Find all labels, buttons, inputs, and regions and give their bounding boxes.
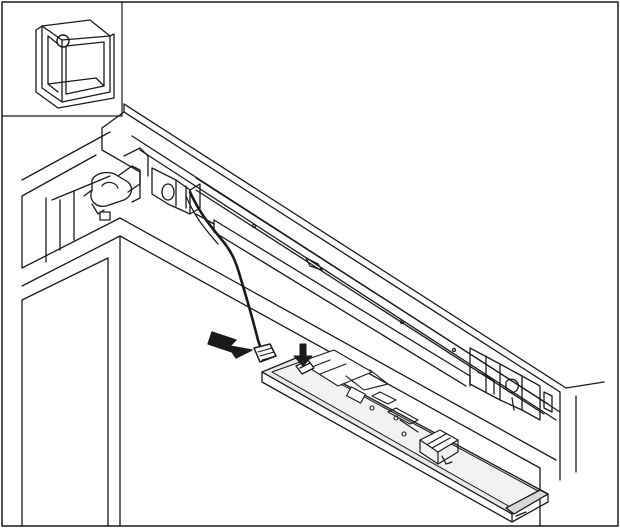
- cabinet-location-icon: [35, 19, 115, 109]
- right-end-bracket: [469, 347, 553, 421]
- cabinet-left-wall: [21, 131, 121, 527]
- cable-entry-block: [151, 167, 215, 225]
- press-down-arrow-icon: [293, 343, 313, 367]
- pull-direction-arrow-icon: [207, 331, 253, 359]
- connector-cable: [185, 190, 264, 354]
- module-end-cap: [505, 489, 549, 517]
- circuit-board: [299, 349, 419, 437]
- cabinet-ceiling: [101, 103, 605, 527]
- hinge-bracket: [83, 147, 149, 221]
- module-terminal-block: [419, 429, 459, 465]
- cable-plug: [253, 343, 277, 363]
- led-module: [261, 349, 549, 523]
- cabinet-location-inset: [1, 1, 123, 117]
- location-marker: [56, 34, 70, 48]
- rail-clip: [305, 257, 323, 271]
